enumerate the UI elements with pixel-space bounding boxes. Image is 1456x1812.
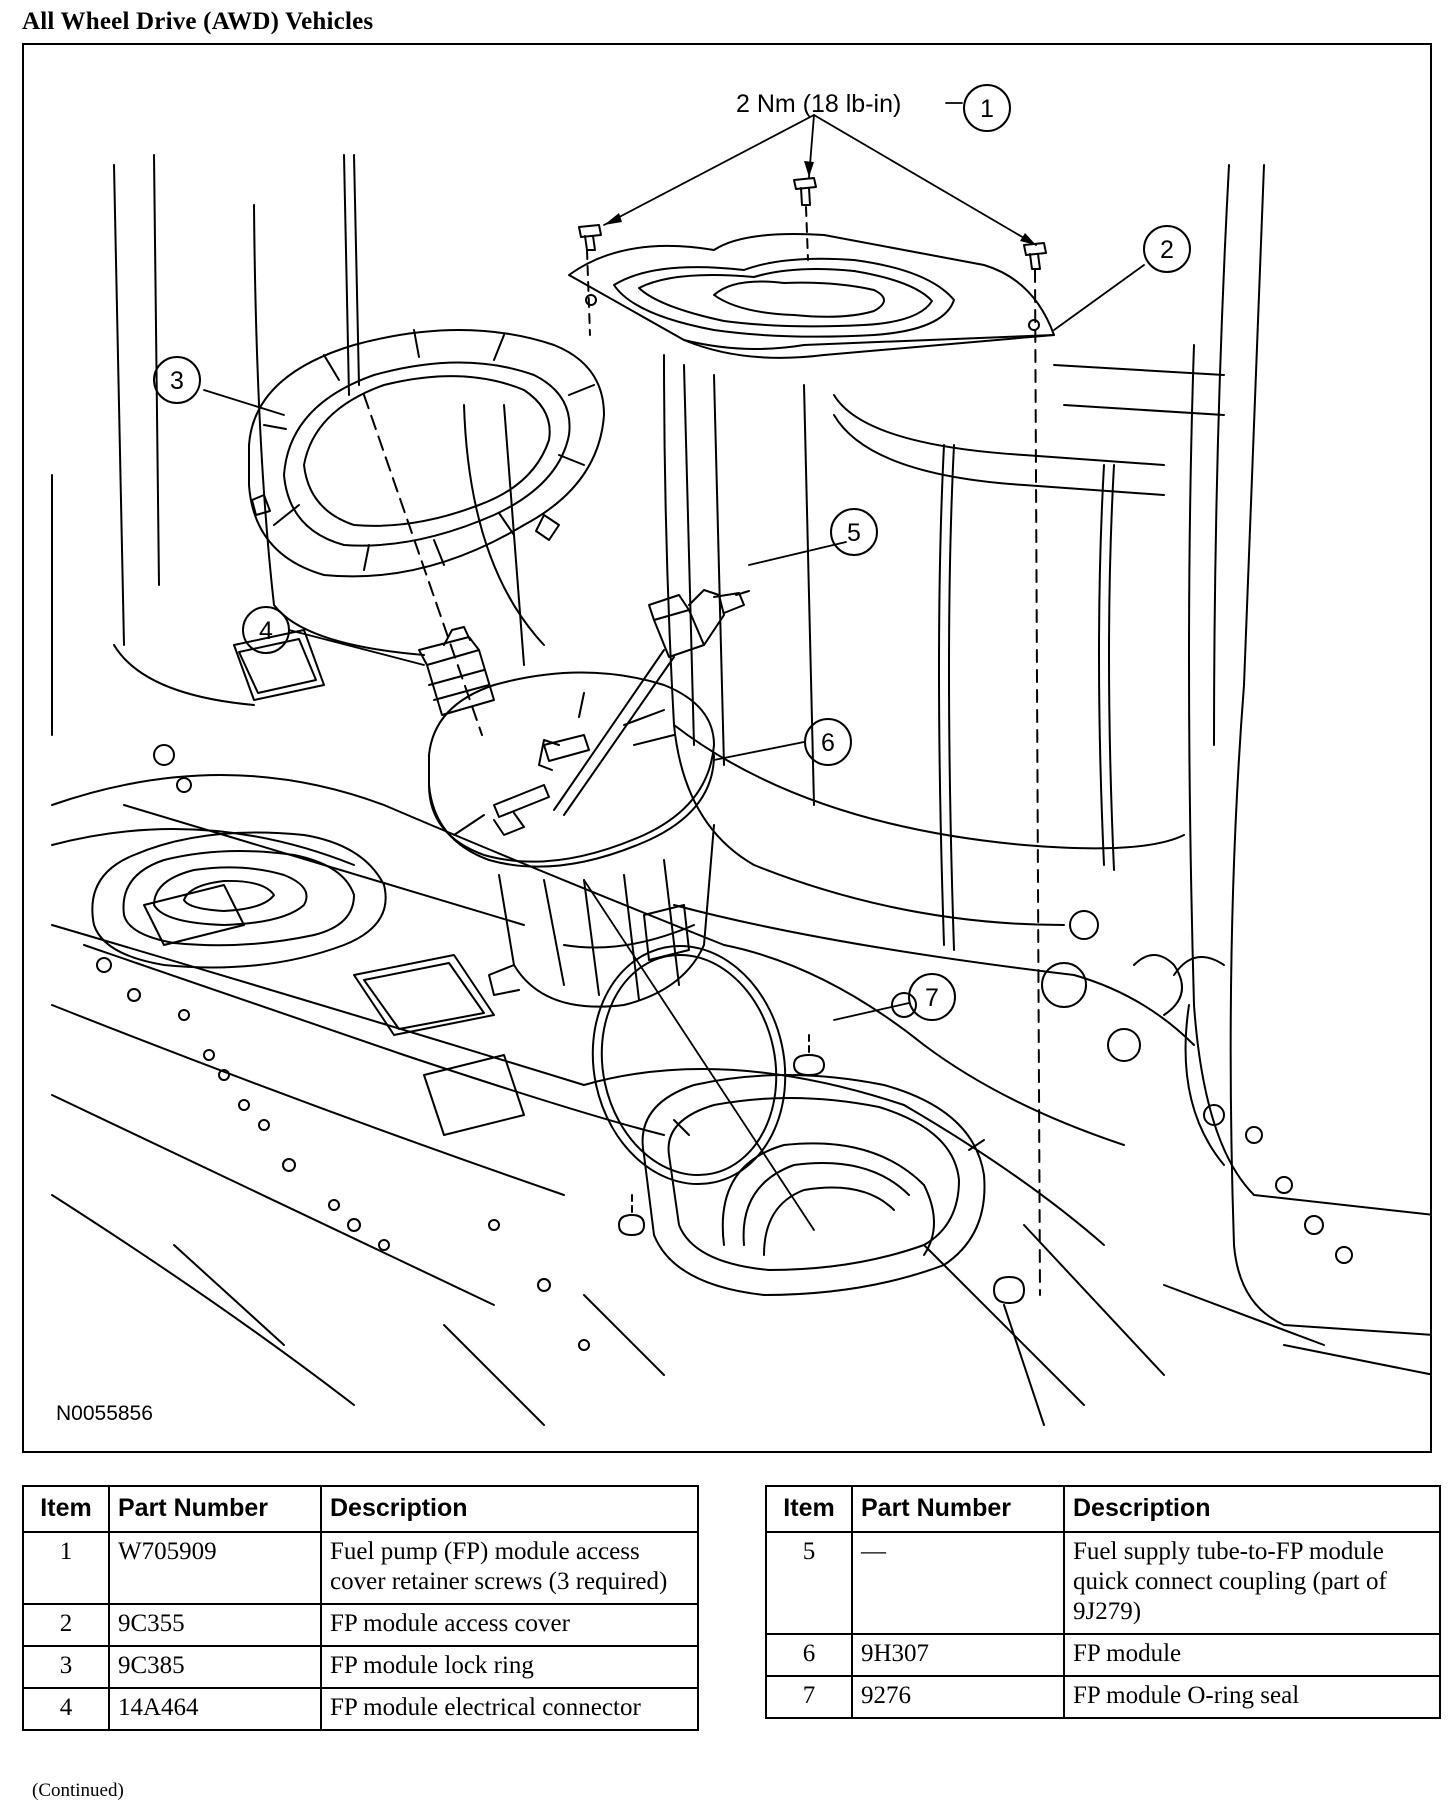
description-cell: FP module lock ring [320, 1645, 699, 1689]
table-header-row: Item Part Number Description [22, 1485, 699, 1533]
fp-module-electrical-connector [363, 394, 495, 736]
vehicle-body-background [51, 154, 1430, 1426]
part-number-cell: W705909 [108, 1531, 322, 1605]
page-title: All Wheel Drive (AWD) Vehicles [22, 8, 374, 35]
fp-module-lock-ring [248, 329, 605, 578]
table-row: 2 9C355 FP module access cover [22, 1603, 699, 1647]
assembly-centerline [583, 879, 815, 1231]
description-cell: FP module electrical connector [320, 1687, 699, 1731]
part-number-cell: 9H307 [851, 1633, 1065, 1677]
svg-text:6: 6 [821, 729, 835, 757]
header-part-number: Part Number [851, 1485, 1065, 1533]
description-cell: FP module access cover [320, 1603, 699, 1647]
parts-table-left: Item Part Number Description 1 W705909 F… [22, 1485, 699, 1731]
header-item: Item [22, 1485, 110, 1533]
callout-7: 7 [908, 973, 956, 1021]
table-row: 3 9C385 FP module lock ring [22, 1645, 699, 1689]
left-tank-access-opening [91, 831, 387, 969]
callout-2: 2 [1143, 225, 1191, 273]
svg-text:1: 1 [980, 95, 994, 123]
item-cell: 3 [22, 1645, 110, 1689]
callout-4: 4 [242, 606, 290, 654]
svg-text:2: 2 [1160, 236, 1174, 264]
table-row: 7 9276 FP module O-ring seal [765, 1675, 1441, 1719]
callout-3: 3 [153, 356, 201, 404]
continued-note: (Continued) [32, 1780, 124, 1801]
table-row: 4 14A464 FP module electrical connector [22, 1687, 699, 1731]
figure-code: N0055856 [56, 1402, 153, 1425]
item-cell: 2 [22, 1603, 110, 1647]
torque-spec-label: 2 Nm (18 lb-in) [736, 90, 901, 118]
fp-module-o-ring-seal [591, 944, 787, 1186]
part-number-cell: — [851, 1531, 1065, 1635]
fp-module-access-cover [568, 233, 1055, 359]
item-cell: 7 [765, 1675, 853, 1719]
svg-text:5: 5 [847, 519, 861, 547]
header-part-number: Part Number [108, 1485, 322, 1533]
item-cell: 6 [765, 1633, 853, 1677]
parts-table-right: Item Part Number Description 5 — Fuel su… [765, 1485, 1441, 1719]
header-description: Description [1063, 1485, 1441, 1533]
part-number-cell: 9C385 [108, 1645, 322, 1689]
tank-access-opening [618, 1034, 1025, 1304]
item-cell: 5 [765, 1531, 853, 1635]
part-number-cell: 14A464 [108, 1687, 322, 1731]
header-item: Item [765, 1485, 853, 1533]
fp-module [428, 671, 715, 1008]
retainer-screws [578, 177, 1047, 1296]
callout-5: 5 [830, 508, 878, 556]
item-cell: 4 [22, 1687, 110, 1731]
item-cell: 1 [22, 1531, 110, 1605]
description-cell: Fuel supply tube-to-FP module quick conn… [1063, 1531, 1441, 1635]
part-number-cell: 9C355 [108, 1603, 322, 1647]
table-row: 1 W705909 Fuel pump (FP) module access c… [22, 1531, 699, 1605]
part-number-cell: 9276 [851, 1675, 1065, 1719]
table-row: 5 — Fuel supply tube-to-FP module quick … [765, 1531, 1441, 1635]
exploded-view-figure: 1 2 3 4 5 6 7 2 Nm (18 lb-in) N005585 [22, 43, 1432, 1453]
description-cell: FP module O-ring seal [1063, 1675, 1441, 1719]
table-header-row: Item Part Number Description [765, 1485, 1441, 1533]
table-row: 6 9H307 FP module [765, 1633, 1441, 1677]
header-description: Description [320, 1485, 699, 1533]
description-cell: FP module [1063, 1633, 1441, 1677]
svg-text:4: 4 [259, 617, 273, 645]
callout-1: 1 [963, 84, 1011, 132]
leader-arrowheads [604, 161, 1036, 245]
callout-6: 6 [804, 718, 852, 766]
svg-text:7: 7 [925, 984, 939, 1012]
description-cell: Fuel pump (FP) module access cover retai… [320, 1531, 699, 1605]
svg-text:3: 3 [170, 367, 184, 395]
